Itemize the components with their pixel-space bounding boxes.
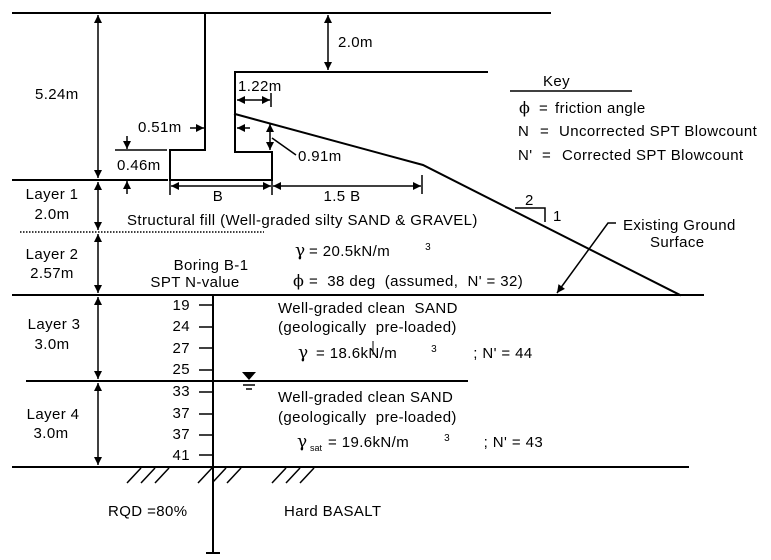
hatch-mark [126,467,142,484]
fill-slope-surface [233,112,682,297]
spt-n-value: 25 [173,361,191,378]
key-legend: Key ϕ = friction angle N = Uncorrected S… [0,73,771,164]
layer3-unit-weight-value: = 18.6kN/m [316,345,397,362]
hatch-mark [285,467,301,484]
layer3-unit-weight-exponent: 3 [431,344,437,355]
fill-unit-weight-exponent: 3 [425,242,431,253]
hatch-mark [299,467,315,484]
slope-ratio-horizontal: 2 [525,192,534,209]
key-item-symbol: N [518,123,529,140]
layer-name: Layer 2 [26,246,79,263]
fill-distance-label: 1.5 B [323,188,360,205]
existing-ground-label-line1: Existing Ground [623,217,736,234]
fill-properties: Structural fill (Well-graded silty SAND … [0,212,546,290]
hatch-mark [212,467,227,483]
spt-n-value: 41 [173,447,191,464]
total-height-label: 5.24m [35,86,79,103]
layer-labels: Layer 1 2.0m Layer 2 2.57m Layer 3 3.0m … [26,186,81,442]
layer4-soil-description: Well-graded clean SAND (geologically pre… [0,389,566,455]
boring-subtitle: SPT N-value [150,274,239,291]
heel-offset-label: 1.22m [238,78,282,95]
key-item-meaning: Uncorrected SPT Blowcount [559,123,758,140]
spt-n-value: 27 [173,340,191,357]
existing-ground-label-line2: Surface [650,234,705,251]
gamma-icon: γ [297,432,307,452]
dimension-arrows [94,15,423,465]
spt-n-value: 33 [173,383,191,400]
layer-name: Layer 3 [28,316,81,333]
toe-step-leader [271,137,297,156]
boring-title: Boring B-1 [174,257,249,274]
spt-n-value: 24 [173,318,191,335]
slope-ratio-vertical: 1 [553,208,562,225]
spt-values: 19 24 27 25 33 37 37 41 [173,297,213,464]
phi-icon: ϕ [293,271,304,290]
layer3-soil-line1: Well-graded clean SAND [278,300,458,317]
layer4-unit-weight-subscript: sat [310,443,323,453]
bedrock-rqd: RQD =80% [108,503,187,520]
water-table-triangle-icon [242,372,256,380]
hatch-mark [140,467,156,484]
gamma-icon: γ [295,241,305,261]
key-item: N = Uncorrected SPT Blowcount [0,123,771,140]
layer3-unit-weight: γ = 18.6kN/m 3 ; N' = 44 [0,339,555,363]
layer3-soil-description: Well-graded clean SAND (geologically pre… [0,300,555,363]
fill-friction-angle: ϕ = 38 deg (assumed, N' = 32) [0,271,546,290]
slope-ratio-indicator: 2 1 [515,192,562,225]
spt-n-value: 19 [173,297,191,314]
fill-friction-value: = 38 deg (assumed, N' = 32) [309,273,523,290]
key-item-symbol: N' [518,147,533,164]
cover-depth-label: 2.0m [338,34,373,51]
key-item: ϕ = friction angle [0,98,669,117]
key-item-equals: = [542,147,551,164]
fill-unit-weight: γ = 20.5kN/m 3 [0,237,454,261]
spt-n-value: 37 [173,426,191,443]
footing-width-label: B [213,188,223,205]
hatch-mark [197,467,213,484]
bedrock-hatching [126,467,315,484]
fill-unit-weight-value: = 20.5kN/m [309,243,390,260]
layer4-unit-weight: γ sat = 19.6kN/m 3 ; N' = 43 [0,428,566,455]
existing-ground-leader-arrow [556,222,616,294]
layer4-corrected-n: ; N' = 43 [484,434,543,451]
toe-step-label: 0.91m [298,148,342,165]
boring-log: Boring B-1 SPT N-value 19 24 27 25 33 37 37 41 [150,257,249,554]
spt-n-value: 37 [173,405,191,422]
key-title: Key [543,73,570,90]
layer4-soil-line1: Well-graded clean SAND [278,389,453,406]
ground-geometry [12,12,704,468]
hatch-mark [271,467,287,484]
stem-offset-label: 0.51m [138,119,182,136]
hatch-mark [226,467,242,484]
key-item-meaning: Corrected SPT Blowcount [562,147,744,164]
key-item-equals: = [539,100,548,117]
existing-ground-callout: Existing Ground Surface [556,217,736,294]
key-item-meaning: friction angle [555,100,646,117]
layer4-unit-weight-value: = 19.6kN/m [328,434,409,451]
layer4-unit-weight-exponent: 3 [444,433,450,444]
bedrock-description: Hard BASALT [284,503,382,520]
layer-thickness: 2.57m [30,265,74,282]
hatch-mark [154,467,170,484]
layer-thickness: 3.0m [35,336,70,353]
gamma-icon: γ [298,343,308,363]
fill-description: Structural fill (Well-graded silty SAND … [127,212,478,229]
layer-thickness: 3.0m [34,425,69,442]
phi-icon: ϕ [519,98,530,117]
layer-thickness: 2.0m [35,206,70,223]
layer4-soil-line2: (geologically pre-loaded) [278,409,457,426]
layer-name: Layer 4 [27,406,80,423]
slope-ratio-triangle [515,207,546,222]
footing-thickness-label: 0.46m [117,157,161,174]
key-item-equals: = [540,123,549,140]
water-table-symbol [242,372,256,390]
key-item: N' = Corrected SPT Blowcount [0,147,766,164]
layer3-corrected-n: ; N' = 44 [469,345,533,362]
layer-name: Layer 1 [26,186,79,203]
layer3-soil-line2: (geologically pre-loaded) [278,319,457,336]
